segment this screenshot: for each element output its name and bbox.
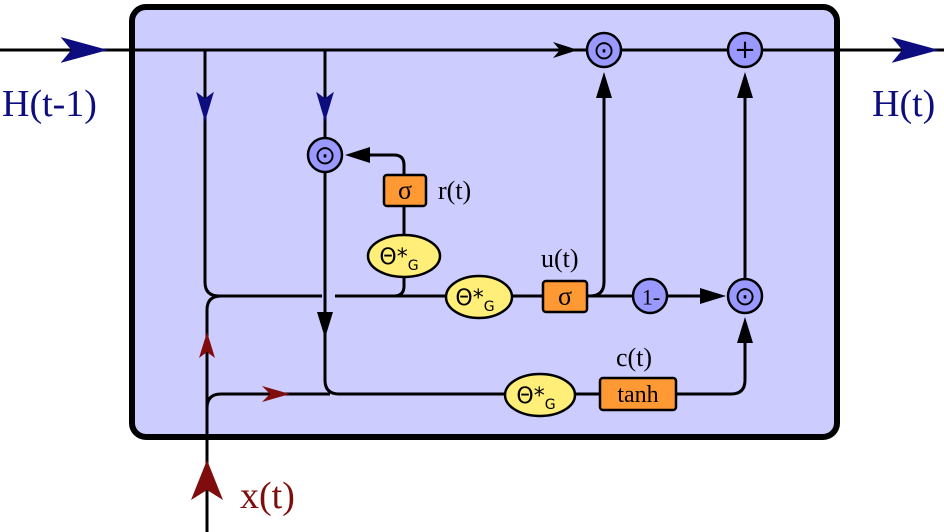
h-next-label: H(t) <box>872 83 935 125</box>
input-arrow-h <box>60 37 108 63</box>
candidate-label: c(t) <box>616 343 652 372</box>
hidden-to-mult-arrow <box>553 42 578 58</box>
reset-mult-node <box>306 136 344 174</box>
down-arrow-candidate <box>317 312 333 338</box>
candidate-mult-symbol: ⊙ <box>734 282 756 312</box>
branch-arrow-1 <box>196 91 214 122</box>
reset-graph-conv <box>366 233 442 279</box>
reset-gate-arrow <box>345 147 370 163</box>
one-minus-node <box>631 277 669 315</box>
candidate-up-arrow <box>737 317 753 343</box>
candidate-graph-conv <box>503 372 577 418</box>
one-minus-label: 1- <box>642 285 660 310</box>
reset-sigma-box <box>382 173 428 208</box>
tanh-label: tanh <box>617 382 658 408</box>
update-gate-label: u(t) <box>541 244 579 273</box>
reset-sigma-label: σ <box>398 176 412 205</box>
add-node <box>726 31 764 69</box>
reset-mult-down-line <box>323 171 505 396</box>
x-input-label: x(t) <box>240 475 295 517</box>
add-symbol: + <box>734 35 756 65</box>
add-up-arrow <box>737 72 753 98</box>
update-sigma-label: σ <box>558 282 572 311</box>
tanh-box <box>598 376 678 412</box>
h-prev-label: H(t-1) <box>2 83 97 125</box>
1minus-arrow <box>700 288 726 304</box>
candidate-graph-conv-label: Θ*G <box>516 384 555 413</box>
update-graph-conv-label: Θ*G <box>455 286 494 315</box>
input-arrow-right <box>262 386 290 402</box>
reset-gate-label: r(t) <box>438 176 471 205</box>
reset-mult-symbol: ⊙ <box>314 141 336 171</box>
cell-box <box>129 4 840 440</box>
input-up-line <box>205 294 222 408</box>
hidden-mult-symbol: ⊙ <box>593 36 615 66</box>
reset-sigma-to-mult-line <box>360 153 406 175</box>
update-up-arrow <box>596 72 612 98</box>
reset-gate-loop-line <box>393 278 406 298</box>
candidate-mult-node <box>726 277 764 315</box>
branch-arrow-2 <box>316 91 334 122</box>
reset-graph-conv-label: Θ*G <box>379 245 418 274</box>
update-sigma-box <box>541 279 589 314</box>
update-graph-conv <box>444 274 514 320</box>
input-arrow-up <box>199 332 215 358</box>
update-up-line <box>589 80 606 298</box>
output-arrow-h <box>891 37 939 63</box>
hidden-mult-node <box>585 31 623 69</box>
tanh-to-mult-line <box>676 326 747 396</box>
input-arrow-large <box>191 460 223 500</box>
